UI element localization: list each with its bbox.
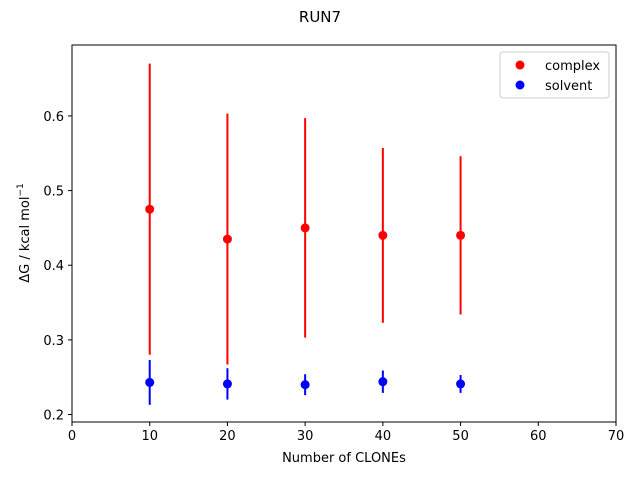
legend-frame <box>499 51 610 99</box>
x-tick-label: 50 <box>452 429 469 444</box>
complex-point <box>456 230 466 240</box>
plot-area: 0 10 20 30 40 50 60 70 0.2 0.3 0.4 0.5 0.6 <box>43 44 625 444</box>
legend-label-complex: complex <box>545 59 600 74</box>
y-axis-title-main: ΔG / kcal mol <box>18 197 33 283</box>
x-tick-label: 40 <box>375 429 392 444</box>
solvent-point <box>300 380 310 390</box>
x-tick-label: 30 <box>297 429 314 444</box>
x-tick-label: 0 <box>68 429 76 444</box>
complex-point <box>300 223 310 233</box>
complex-point <box>222 234 232 244</box>
solvent-point <box>378 377 388 387</box>
complex-point <box>378 230 388 240</box>
legend-marker-complex <box>515 60 525 70</box>
y-axis-title-superscript: −1 <box>16 183 26 196</box>
complex-point <box>145 204 155 214</box>
y-tick-label: 0.2 <box>43 409 64 424</box>
y-axis-title: ΔG / kcal mol−1 <box>16 183 33 283</box>
y-tick-label: 0.6 <box>43 110 64 125</box>
plot-frame <box>71 44 617 423</box>
solvent-point <box>145 377 155 387</box>
solvent-point <box>456 379 466 389</box>
x-tick-label: 10 <box>141 429 158 444</box>
y-tick-label: 0.4 <box>43 259 64 274</box>
legend: complex solvent <box>499 51 610 99</box>
y-tick-label: 0.5 <box>43 185 64 200</box>
x-tick-label: 70 <box>608 429 625 444</box>
x-tick-label: 20 <box>219 429 236 444</box>
chart-title: RUN7 <box>299 8 341 26</box>
x-tick-label: 60 <box>530 429 547 444</box>
legend-label-solvent: solvent <box>545 79 592 94</box>
x-axis-title: Number of CLONEs <box>282 451 406 466</box>
solvent-point <box>222 379 232 389</box>
y-tick-label: 0.3 <box>43 334 64 349</box>
legend-marker-solvent <box>515 80 525 90</box>
